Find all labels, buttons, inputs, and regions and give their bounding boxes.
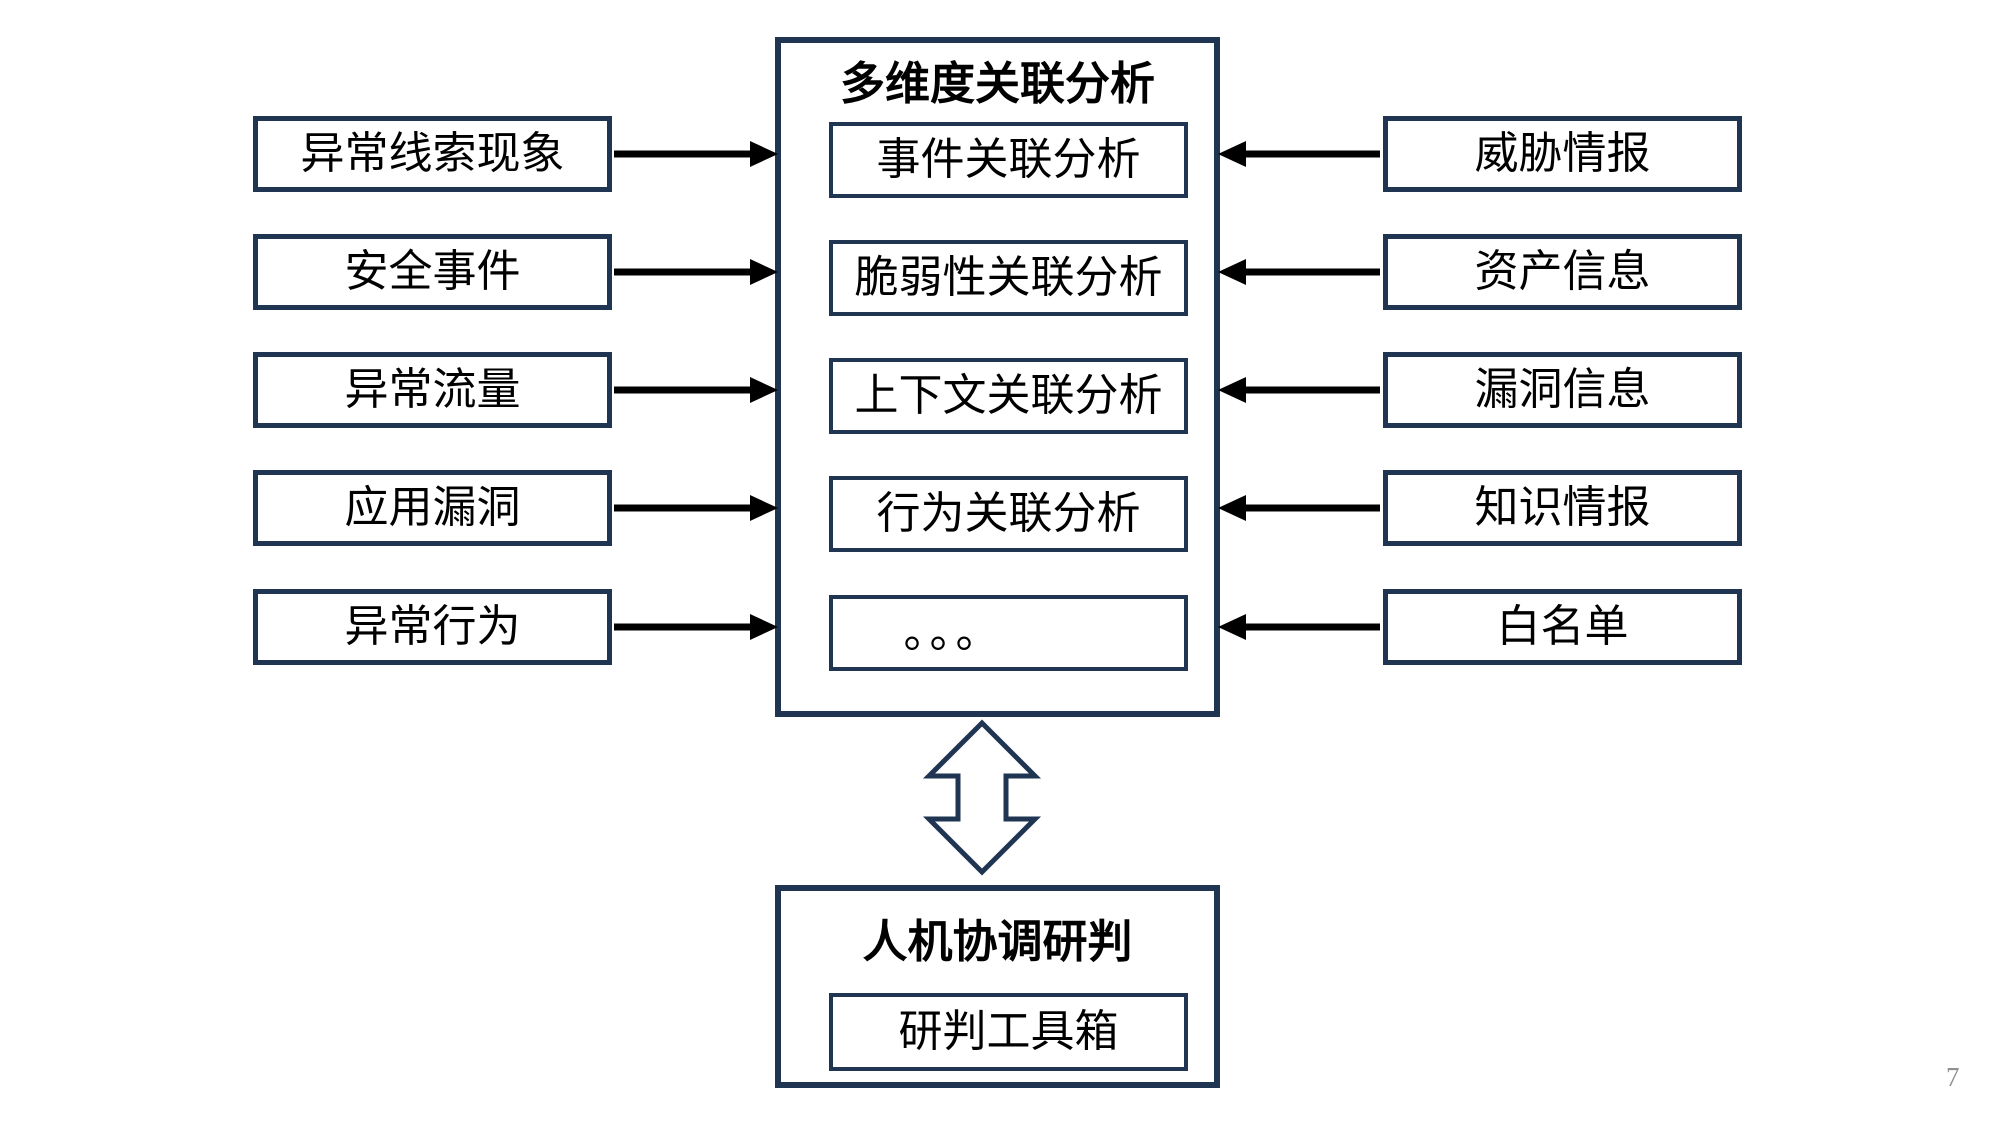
arrow-left-4 (614, 495, 778, 521)
left-source-box-app-vulnerabilities: 应用漏洞 (253, 470, 612, 546)
arrow-right-2 (1218, 259, 1380, 285)
analysis-item-label: 脆弱性关联分析 (854, 253, 1163, 302)
analysis-item-box-vulnerability-correlation: 脆弱性关联分析 (829, 240, 1188, 316)
left-source-label: 安全事件 (344, 247, 521, 296)
right-source-label: 威胁情报 (1474, 129, 1651, 178)
right-source-label: 知识情报 (1474, 483, 1651, 532)
arrow-left-2 (614, 259, 778, 285)
page-number: 7 (1946, 1062, 1960, 1092)
analysis-item-label-ellipsis: 。。。 (903, 608, 1004, 657)
right-source-box-threat-intel: 威胁情报 (1383, 116, 1742, 192)
left-source-label: 应用漏洞 (344, 483, 521, 532)
right-source-label: 漏洞信息 (1474, 365, 1651, 414)
arrow-right-1 (1218, 141, 1380, 167)
analysis-item-label: 上下文关联分析 (854, 371, 1163, 420)
left-source-box-abnormal-traffic: 异常流量 (253, 352, 612, 428)
double-arrow (922, 719, 1042, 876)
left-source-label: 异常行为 (344, 602, 521, 651)
right-source-label: 资产信息 (1474, 247, 1651, 296)
arrow-left-3 (614, 377, 778, 403)
arrow-right-3 (1218, 377, 1380, 403)
right-source-box-vuln-info: 漏洞信息 (1383, 352, 1742, 428)
analysis-item-box-behavior-correlation: 行为关联分析 (829, 476, 1188, 552)
arrow-left-5 (614, 614, 778, 640)
left-source-label: 异常流量 (344, 365, 521, 414)
bottom-judgment-panel: 人机协调研判 研判工具箱 (775, 885, 1220, 1088)
left-source-label: 异常线索现象 (300, 129, 565, 178)
arrow-right-4 (1218, 495, 1380, 521)
left-source-box-abnormal-behavior: 异常行为 (253, 589, 612, 665)
judgment-toolbox-box: 研判工具箱 (829, 993, 1188, 1071)
analysis-item-label: 事件关联分析 (876, 135, 1141, 184)
analysis-item-box-ellipsis: 。。。 (829, 595, 1188, 671)
analysis-item-box-event-correlation: 事件关联分析 (829, 122, 1188, 198)
right-source-box-asset-info: 资产信息 (1383, 234, 1742, 310)
center-panel-title: 多维度关联分析 (839, 58, 1155, 109)
right-source-label: 白名单 (1496, 602, 1629, 651)
right-source-box-knowledge-intel: 知识情报 (1383, 470, 1742, 546)
bottom-panel-title: 人机协调研判 (862, 916, 1133, 967)
left-source-box-security-events: 安全事件 (253, 234, 612, 310)
analysis-item-box-context-correlation: 上下文关联分析 (829, 358, 1188, 434)
judgment-toolbox-label: 研判工具箱 (898, 1007, 1119, 1056)
analysis-item-label: 行为关联分析 (876, 489, 1141, 538)
arrow-right-5 (1218, 614, 1380, 640)
right-source-box-whitelist: 白名单 (1383, 589, 1742, 665)
arrow-left-1 (614, 141, 778, 167)
left-source-box-abnormal-clues: 异常线索现象 (253, 116, 612, 192)
center-analysis-panel: 多维度关联分析 事件关联分析 脆弱性关联分析 上下文关联分析 行为关联分析 。。… (775, 37, 1220, 717)
